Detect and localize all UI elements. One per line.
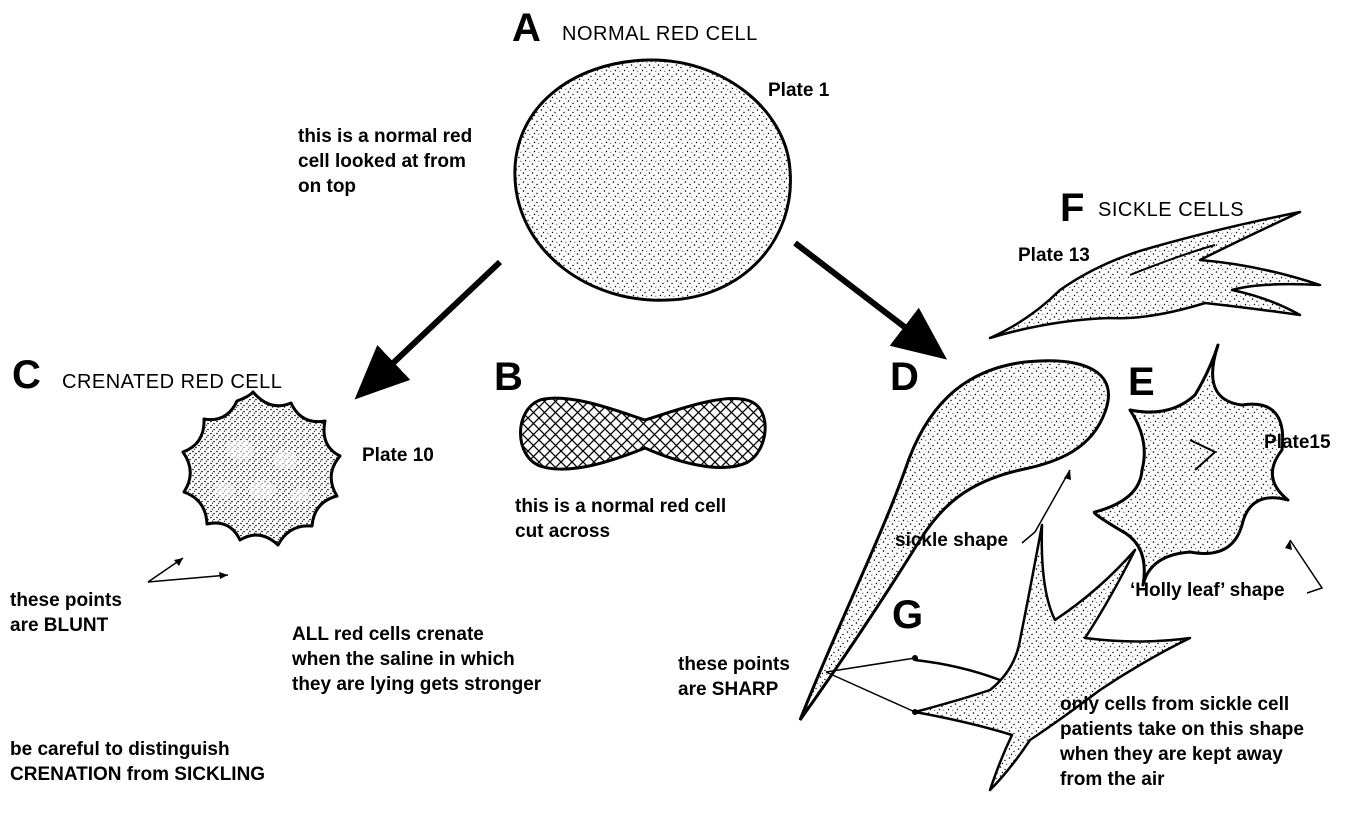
label-a-note: this is a normal red cell looked at from… [298,124,472,199]
label-f-letter: F [1060,188,1084,228]
arrow-a-to-d [795,243,928,345]
label-e-plate: Plate15 [1264,430,1331,455]
label-e-letter: E [1128,362,1155,402]
label-g-letter: G [892,595,923,635]
label-c-plate: Plate 10 [362,443,434,468]
label-c-title: CRENATED RED CELL [62,370,282,395]
label-f-title: SICKLE CELLS [1098,198,1244,223]
label-c-note: ALL red cells crenate when the saline in… [292,622,541,697]
label-a-plate: Plate 1 [768,78,829,103]
label-e-shape: ‘Holly leaf’ shape [1130,578,1285,603]
label-a-letter: A [512,8,541,48]
sickle-cell-g-tail [915,660,1000,680]
caution-note: be careful to distinguish CRENATION from… [10,737,265,787]
label-g-note: only cells from sickle cell patients tak… [1060,692,1304,792]
arrow-a-to-c [372,262,500,383]
label-g-points-note: these points are SHARP [678,652,790,702]
label-d-letter: D [890,357,919,397]
label-c-points-note: these points are BLUNT [10,588,122,638]
crenated-red-cell [183,392,340,545]
normal-red-cell-cross-section [521,398,766,469]
label-a-title: NORMAL RED CELL [562,22,758,47]
holly-leaf-cell-e [1094,345,1288,585]
label-b-note: this is a normal red cell cut across [515,494,726,544]
label-b-letter: B [494,357,523,397]
label-d-shape: sickle shape [895,528,1008,553]
label-c-letter: C [12,355,41,395]
normal-red-cell-top [515,60,791,300]
sickle-cells-f [990,212,1320,338]
label-f-plate: Plate 13 [1018,243,1090,268]
